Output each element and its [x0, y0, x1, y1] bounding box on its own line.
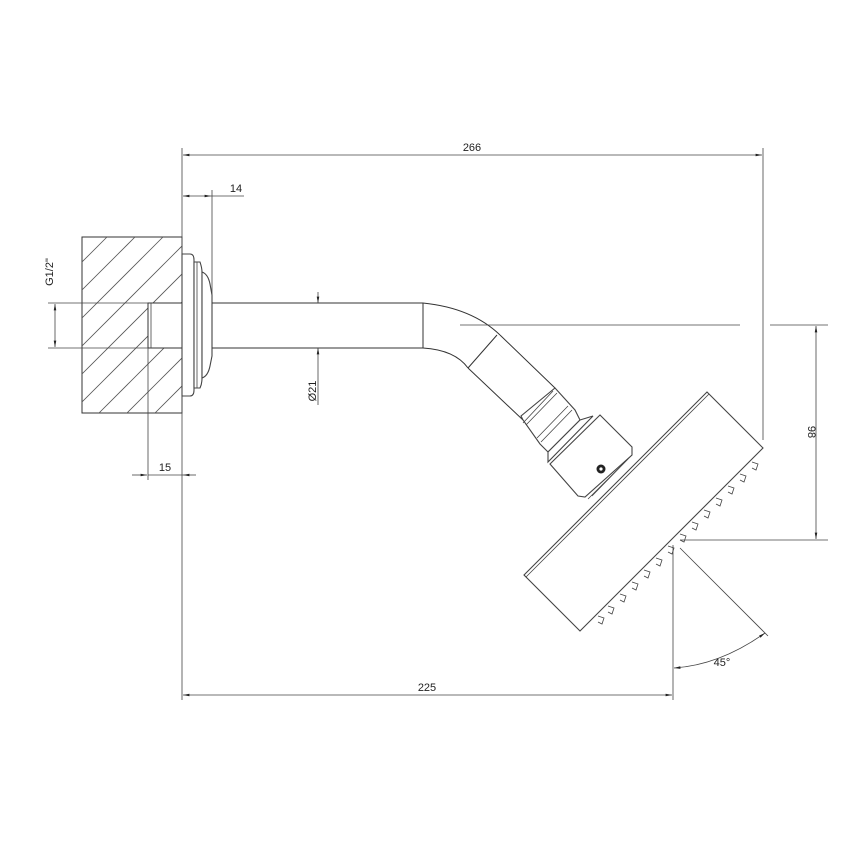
dim-head-drop: 98	[805, 426, 817, 438]
extension-lines	[48, 148, 828, 700]
dim-overall-length: 266	[463, 142, 481, 154]
dimension-lines	[53, 153, 818, 697]
dim-head-angle: 45°	[714, 657, 731, 669]
shower-arm-pipe	[212, 302, 424, 349]
elbow-bend	[422, 302, 501, 369]
wall-section	[81, 236, 183, 414]
dim-horizontal-reach: 225	[418, 682, 436, 694]
dim-pipe-diameter: Ø21	[307, 381, 319, 402]
dim-thread-depth: 15	[159, 462, 171, 474]
angled-pipe	[467, 334, 556, 421]
thread-socket	[147, 302, 183, 349]
shower-head	[523, 391, 764, 632]
wall-flange	[181, 253, 213, 397]
dim-thread: G1/2"	[44, 258, 56, 286]
dim-flange-depth: 14	[230, 183, 242, 195]
swivel-joint	[520, 387, 633, 500]
dimension-labels: 266 14 G1/2" Ø21 15 98 225 45°	[44, 142, 817, 694]
